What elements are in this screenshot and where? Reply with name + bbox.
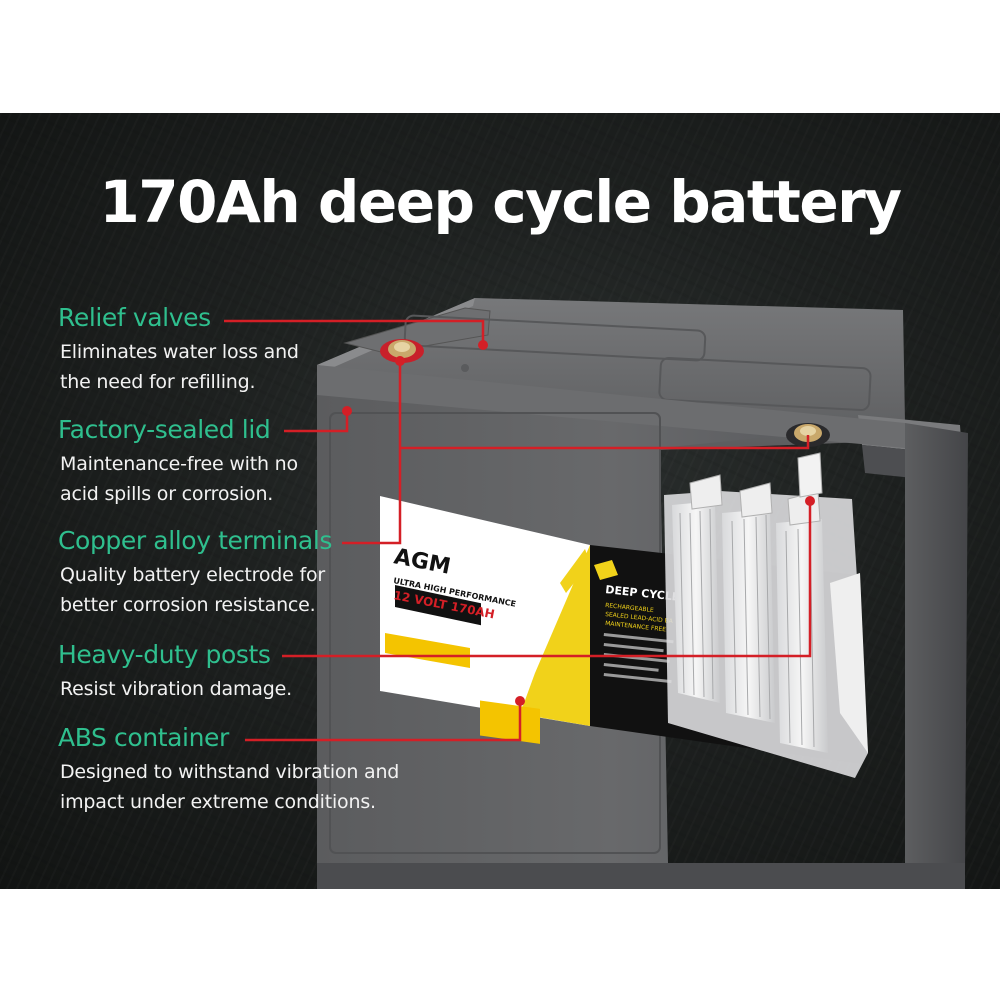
feature-heading: Heavy-duty posts [58,640,271,669]
page-title: 170Ah deep cycle battery [99,168,902,236]
feature-description: Eliminates water loss and the need for r… [60,341,299,393]
feature-description: Maintenance-free with no acid spills or … [60,453,298,505]
dark-background-panel: 170Ah deep cycle battery [0,113,1000,889]
terminal-positive [380,339,424,363]
feature-heavy-duty-posts: Heavy-duty posts Resist vibration damage… [58,640,292,704]
feature-description: Designed to withstand vibration and impa… [60,761,400,813]
feature-description: Resist vibration damage. [60,678,292,700]
battery-cutaway-cells [664,452,868,778]
feature-heading: ABS container [58,723,229,752]
terminal-negative [786,423,830,447]
feature-heading: Copper alloy terminals [58,526,333,555]
feature-copper-alloy-terminals: Copper alloy terminals Quality battery e… [58,526,332,620]
feature-factory-sealed-lid: Factory-sealed lid Maintenance-free with… [58,415,298,509]
feature-description: Quality battery electrode for better cor… [60,564,326,616]
feature-heading: Relief valves [58,303,211,332]
feature-heading: Factory-sealed lid [58,415,271,444]
feature-relief-valves: Relief valves Eliminates water loss and … [58,303,299,397]
feature-abs-container: ABS container Designed to withstand vibr… [58,723,399,817]
